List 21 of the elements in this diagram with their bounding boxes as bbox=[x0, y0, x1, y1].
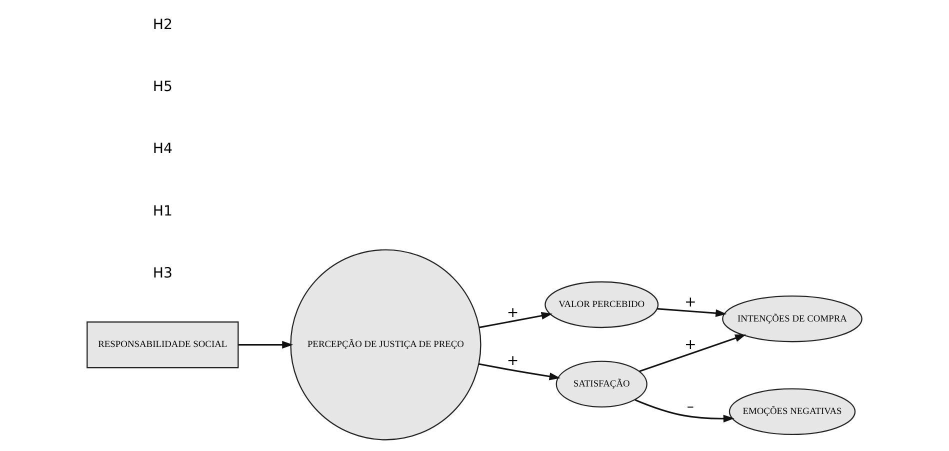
arrow bbox=[479, 312, 552, 328]
label: H2 bbox=[152, 16, 172, 33]
arrow bbox=[657, 308, 727, 318]
node-ellipse: EMOÇÕES NEGATIVAS bbox=[728, 388, 856, 436]
edge-label: + bbox=[684, 294, 696, 311]
arrow bbox=[639, 334, 746, 372]
label: H5 bbox=[152, 79, 172, 96]
arrow bbox=[478, 363, 560, 380]
label: H1 bbox=[152, 203, 172, 220]
edge-label: + bbox=[506, 304, 519, 321]
arrow bbox=[238, 340, 294, 349]
label: H3 bbox=[152, 265, 172, 282]
arrow bbox=[634, 399, 734, 422]
node-circle: PERCEPÇÃO DE JUSTIÇA DE PREÇO bbox=[290, 249, 482, 440]
edge-label: + bbox=[684, 337, 696, 354]
node-ellipse: VALOR PERCEBIDO bbox=[544, 281, 659, 328]
edge-label: + bbox=[506, 352, 519, 369]
edge-label: – bbox=[686, 399, 694, 416]
node-ellipse: SATISFAÇÃO bbox=[556, 360, 648, 408]
node-box: RESPONSABILIDADE SOCIAL bbox=[86, 321, 239, 368]
label: H4 bbox=[152, 141, 172, 158]
